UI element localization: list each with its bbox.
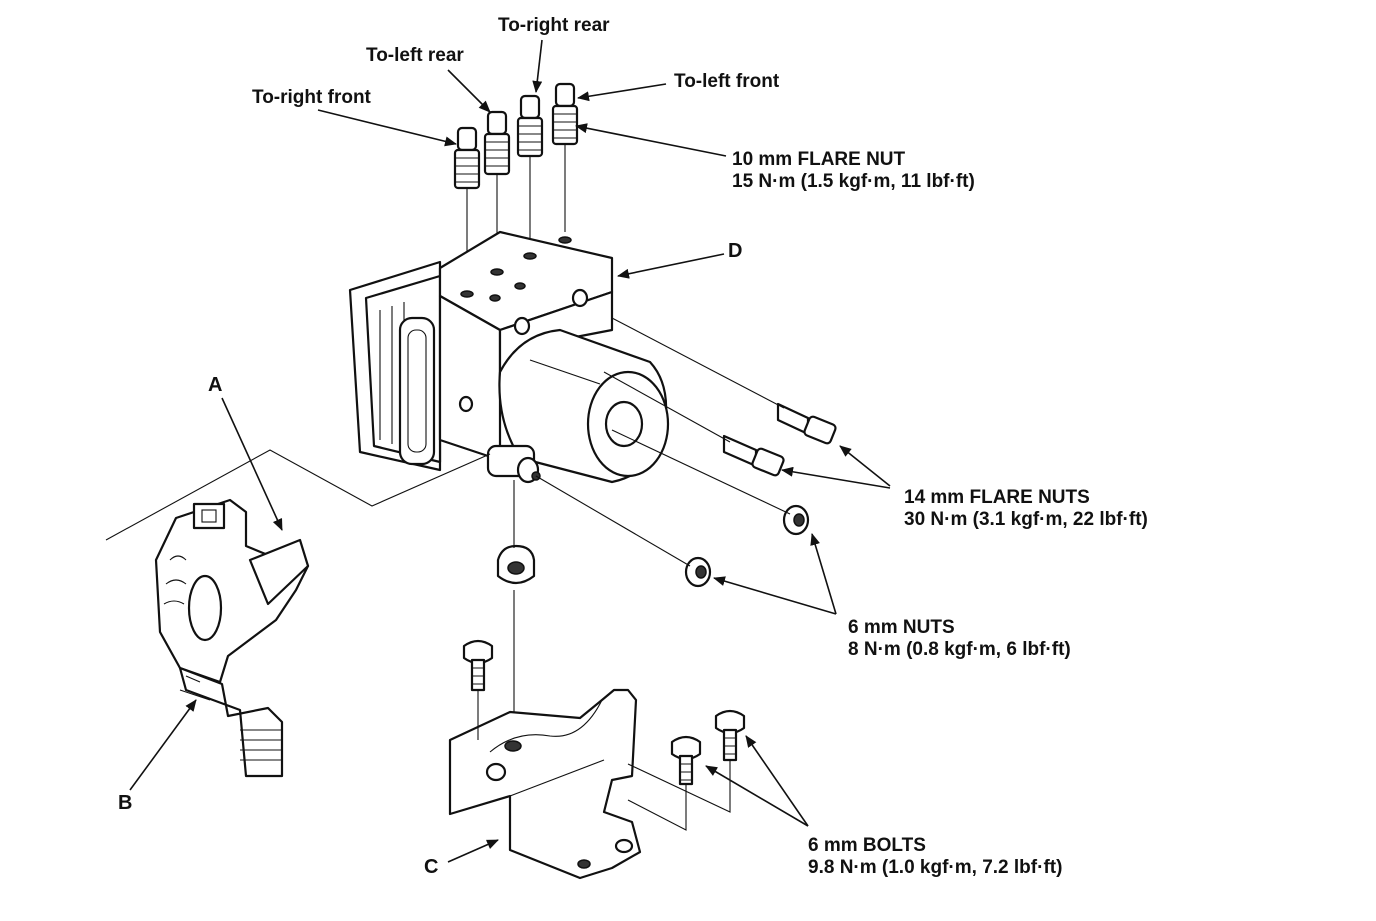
nut-6mm-lower <box>684 556 712 588</box>
label-10mm-flare-nut: 10 mm FLARE NUT <box>732 149 906 170</box>
fitting-to-left-front <box>551 82 579 146</box>
label-part-a: A <box>208 374 223 396</box>
label-to-right-rear: To-right rear <box>498 15 610 36</box>
fitting-14mm-upper <box>776 402 837 445</box>
label-to-left-front: To-left front <box>674 71 780 92</box>
label-14mm-flare-nuts-torque: 30 N·m (3.1 kgf·m, 22 lbf·ft) <box>904 509 1148 530</box>
label-6mm-nuts-torque: 8 N·m (0.8 kgf·m, 6 lbf·ft) <box>848 639 1071 660</box>
bolt-6mm-middle <box>670 735 702 786</box>
label-to-right-front: To-right front <box>252 87 371 108</box>
fitting-to-right-rear <box>516 94 544 158</box>
fitting-14mm-lower <box>722 434 785 477</box>
label-6mm-nuts: 6 mm NUTS <box>848 617 955 638</box>
label-part-d: D <box>728 240 743 262</box>
fitting-to-right-front <box>453 126 481 190</box>
label-14mm-flare-nuts: 14 mm FLARE NUTS <box>904 487 1090 508</box>
label-to-left-rear: To-left rear <box>366 45 464 66</box>
label-6mm-bolts-torque: 9.8 N·m (1.0 kgf·m, 7.2 lbf·ft) <box>808 857 1063 878</box>
label-part-c: C <box>424 856 439 878</box>
leader-arrows <box>129 39 891 863</box>
label-10mm-flare-nut-torque: 15 N·m (1.5 kgf·m, 11 lbf·ft) <box>732 171 975 192</box>
abs-modulator-unit <box>348 230 670 484</box>
fitting-to-left-rear <box>483 110 511 176</box>
grommet <box>496 544 536 585</box>
label-6mm-bolts: 6 mm BOLTS <box>808 835 926 856</box>
bolt-6mm-left <box>462 639 494 692</box>
harness-connector <box>154 498 310 778</box>
bracket <box>448 688 642 880</box>
label-part-b: B <box>118 792 133 814</box>
bolt-6mm-right <box>714 709 746 762</box>
nut-6mm-upper <box>782 504 810 536</box>
